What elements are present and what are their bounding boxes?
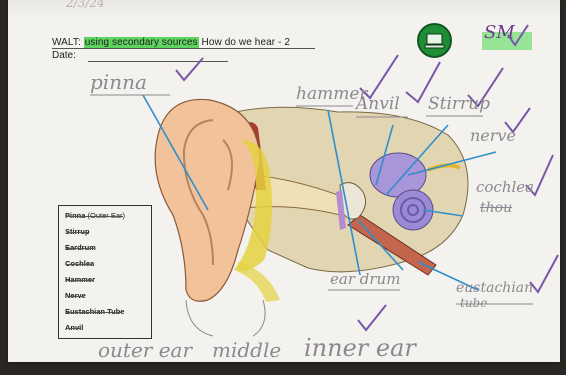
label-nerve: nerve (470, 126, 516, 145)
word-bank-item: Nerve (65, 291, 86, 300)
label-cochlea-struck: thou (480, 200, 512, 216)
word-bank-box: Pinna (Outer Ear) Stirrup Eardrum Cochle… (58, 205, 152, 339)
footer-outer-ear: outer ear (98, 338, 192, 362)
word-bank-item: Eardrum (65, 243, 96, 252)
label-pinna: pinna (90, 70, 147, 94)
word-bank-item: Hammer (65, 275, 95, 284)
word-bank-item: Eustachian Tube (65, 307, 124, 316)
word-bank-item: Pinna (Outer Ear) (65, 211, 125, 220)
word-bank-item: Stirrup (65, 227, 90, 236)
label-cochlea: cochlea (476, 178, 534, 196)
label-anvil: Anvil (356, 94, 400, 114)
worksheet: 2/3/24 WALT: using secondary sources How… (8, 0, 560, 362)
label-stirrup: Stirrup (428, 94, 490, 114)
footer-inner-ear: inner ear (304, 334, 416, 362)
word-bank-item: Cochlea (65, 259, 94, 268)
footer-middle: middle (212, 338, 281, 362)
label-eustachian-tube: tube (460, 296, 487, 310)
word-bank-item: Anvil (65, 323, 83, 332)
label-eustachian: eustachian (456, 280, 533, 296)
label-eardrum: ear drum (330, 270, 400, 288)
